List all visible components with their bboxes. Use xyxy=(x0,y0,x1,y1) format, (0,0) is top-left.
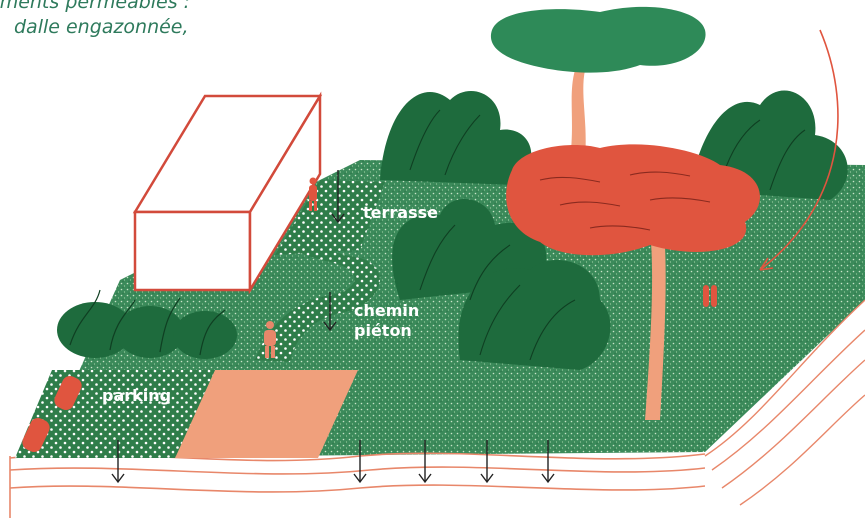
caption-line-2: dalle engazonnée, xyxy=(14,15,189,39)
caption-line-1: ements perméables : xyxy=(0,0,190,14)
label-parking: parking xyxy=(102,386,171,406)
tree-canopy-green xyxy=(491,7,706,73)
label-terrasse: terrasse xyxy=(363,203,438,223)
label-chemin-pieton: chemin piéton xyxy=(354,301,434,341)
